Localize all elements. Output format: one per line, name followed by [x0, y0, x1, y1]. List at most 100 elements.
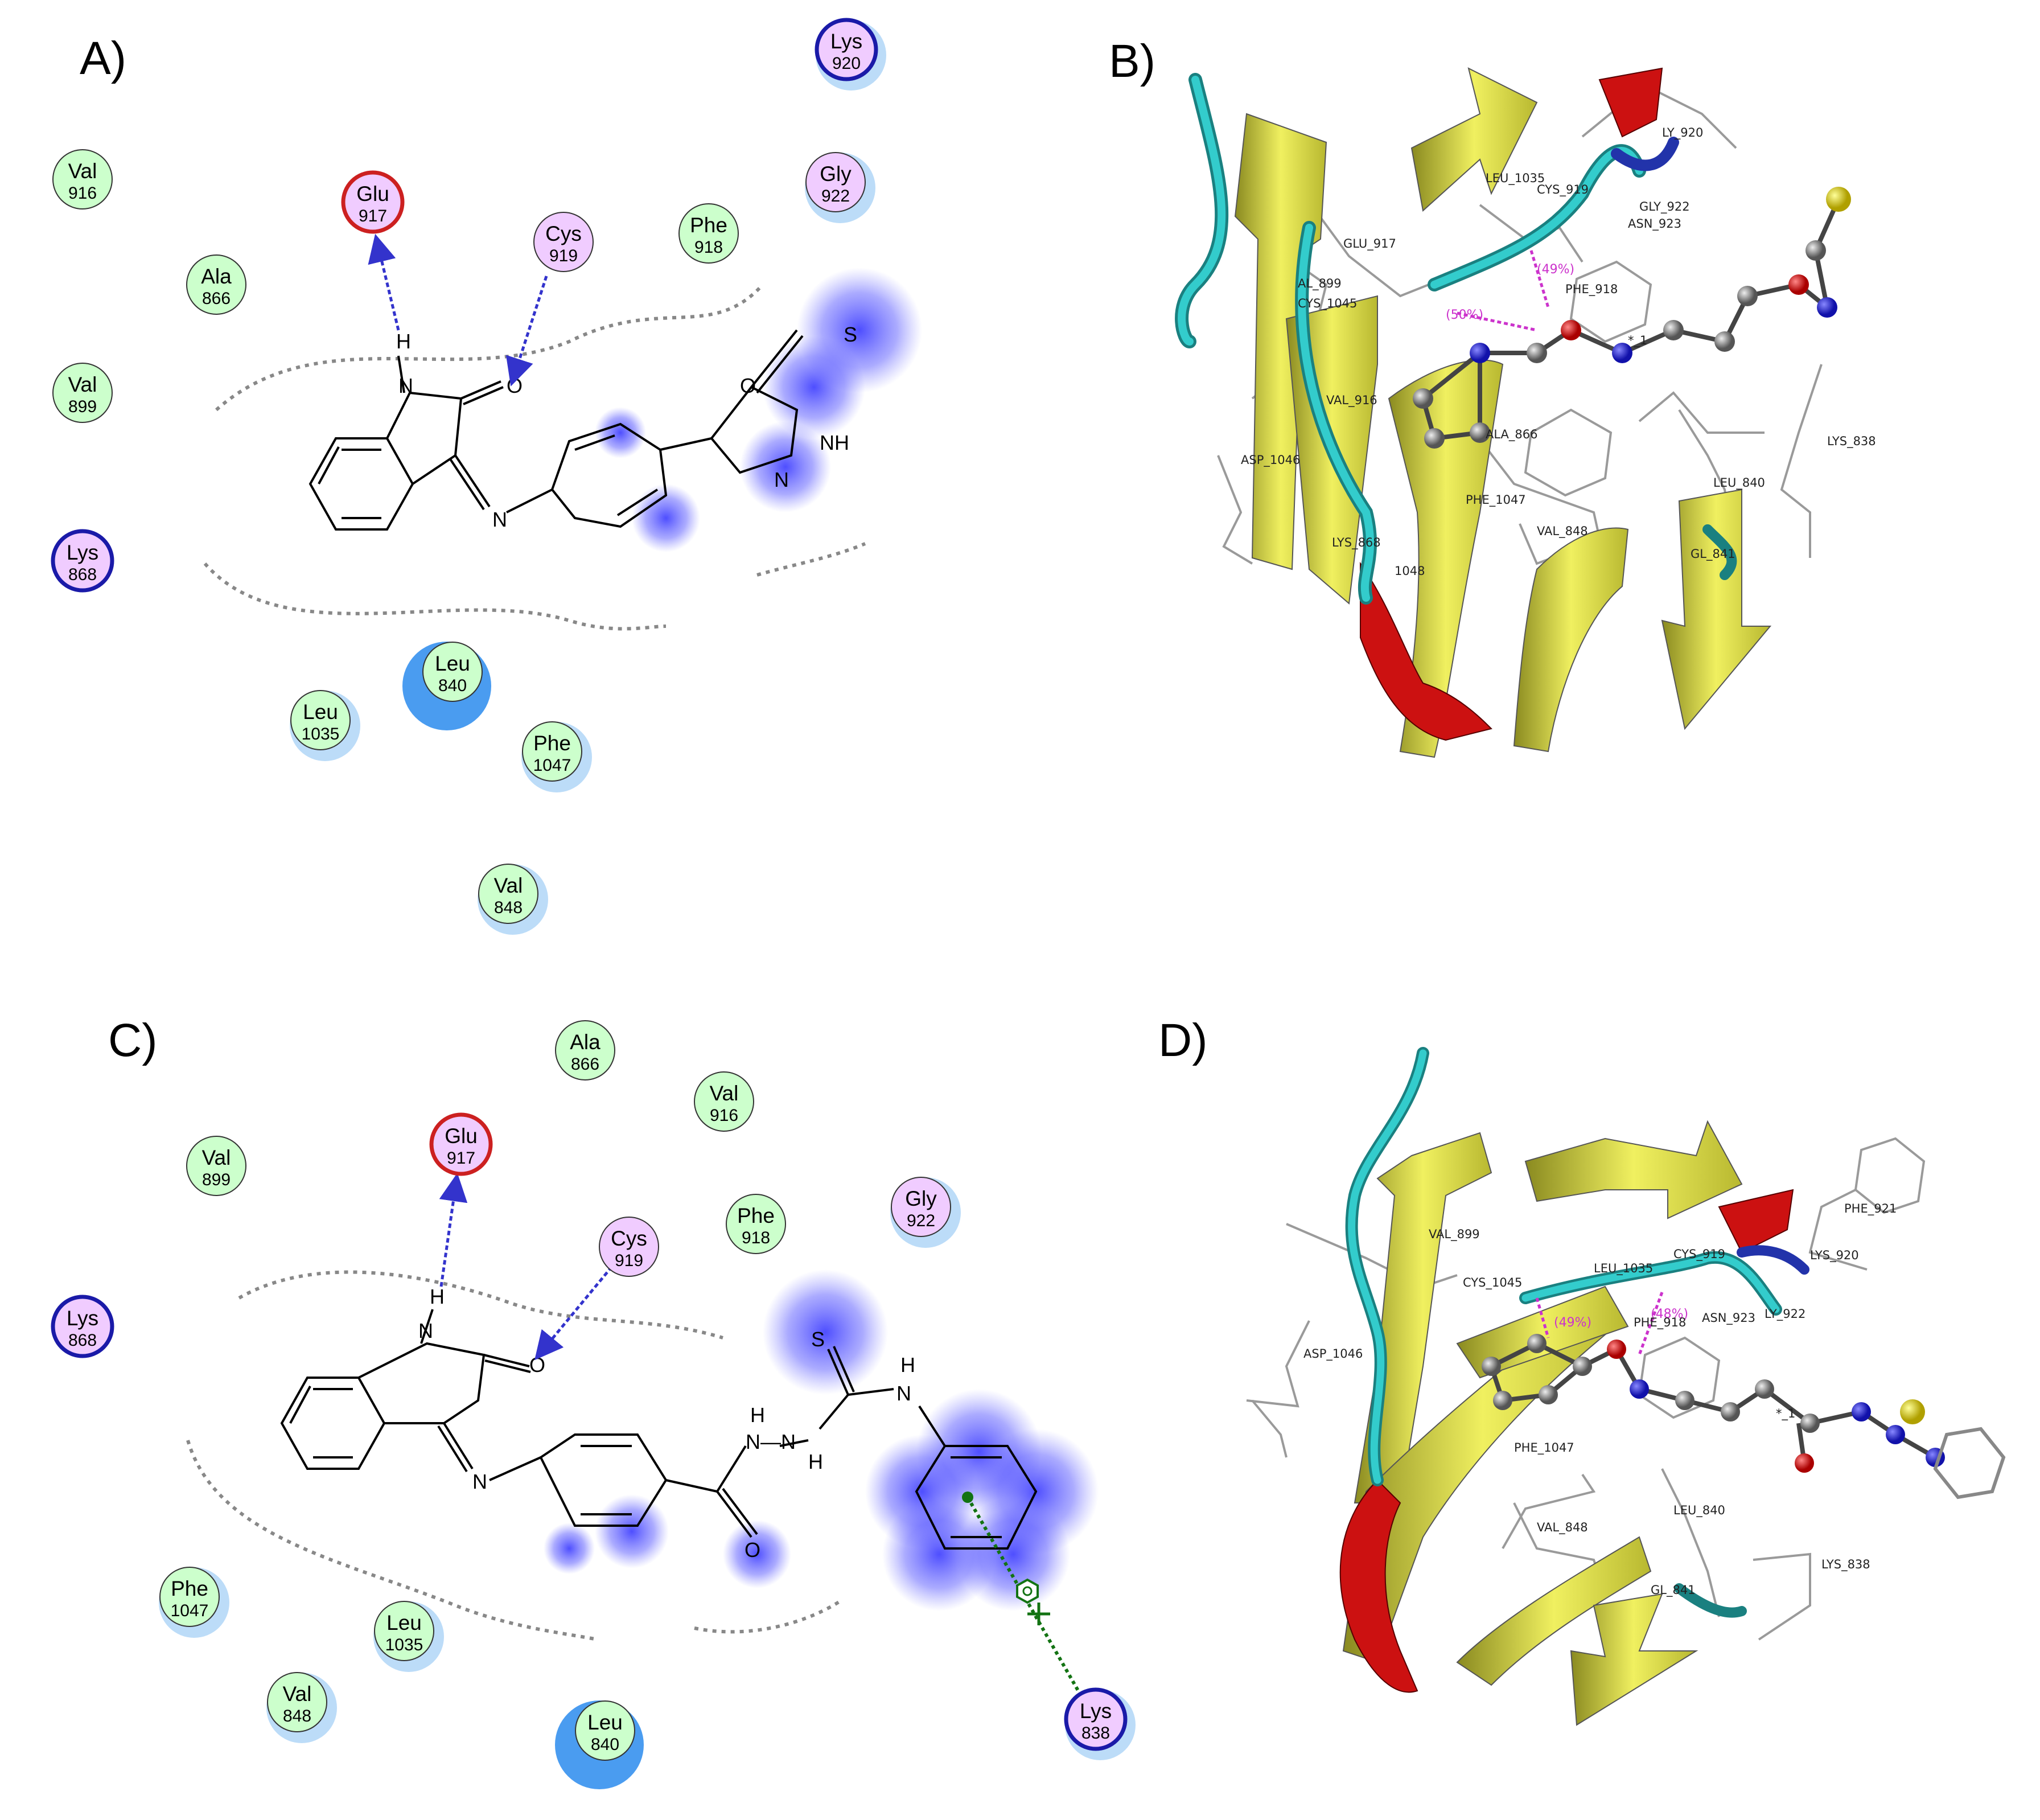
hbond-percent: (49%)	[1537, 262, 1574, 277]
residue-number: 917	[359, 207, 387, 225]
residue-number: 840	[438, 676, 467, 695]
md-hbond-d	[1535, 1297, 1550, 1338]
residue-label: 1048	[1395, 564, 1425, 578]
residue-name: Phe	[690, 213, 727, 237]
residue-name: Val	[494, 874, 523, 897]
residue-label: GL_841	[1651, 1583, 1696, 1597]
coil-b	[1175, 73, 1737, 605]
residue-disc	[694, 1071, 754, 1132]
residue-disc	[1064, 1687, 1128, 1751]
ligand-structure-c	[280, 1309, 1038, 1550]
residue-disc	[422, 642, 483, 702]
residue-disc	[555, 1020, 615, 1081]
residue-label: PHE_918	[1634, 1316, 1686, 1330]
panel-b-label: B)	[1109, 35, 1155, 87]
md-hbond-d	[1638, 1292, 1664, 1355]
residue-disc	[533, 212, 594, 272]
residue-label: CYS_1045	[1298, 297, 1357, 311]
atom-nn: N—N	[746, 1430, 796, 1453]
residue-label: VAL_848	[1537, 524, 1588, 539]
residue-number: 848	[494, 898, 523, 917]
atom-s: S	[811, 1328, 825, 1351]
residue-disc	[478, 864, 538, 924]
residue-number: 1035	[385, 1636, 423, 1654]
atom-n: N	[774, 468, 789, 491]
residue-label: PHE_918	[1565, 282, 1618, 297]
residue-disc	[575, 1700, 635, 1761]
residue-disc	[522, 721, 582, 782]
residue-label: LY_922	[1765, 1307, 1805, 1321]
residue-disc	[186, 1136, 246, 1196]
residue-label: LYS_838	[1827, 434, 1876, 449]
residue-name: Val	[710, 1082, 739, 1105]
residue-number: 919	[549, 246, 578, 265]
atom-h: H	[430, 1285, 445, 1308]
pocket-contour	[203, 562, 667, 631]
residue-name: Lys	[67, 1307, 98, 1330]
pocket-contour	[238, 1270, 723, 1340]
residue-number: 899	[68, 397, 97, 416]
residue-name: Phe	[737, 1204, 775, 1227]
residue-name: Phe	[171, 1577, 208, 1600]
phenyl-ring-d	[1933, 1427, 2006, 1499]
residue-name: Leu	[587, 1711, 623, 1734]
residue-label: ALA_866	[1486, 428, 1538, 442]
panel-c: C)	[108, 1014, 1099, 1698]
hbond-cys919	[505, 276, 548, 387]
residue-disc	[805, 152, 866, 212]
ligand-atoms-b	[1413, 187, 1851, 449]
atom-h: H	[396, 330, 411, 353]
md-hbond-b	[1529, 250, 1550, 308]
residue-labels-d: VAL_899 CYS_1045 LEU_1035 CYS_919 ASN_92…	[1303, 1202, 1897, 1597]
residue-disc	[815, 18, 878, 81]
residue-label: GL_841	[1691, 547, 1735, 561]
atom-o: O	[740, 374, 756, 397]
residue-number: 1047	[533, 756, 571, 775]
residue-disc	[429, 1112, 493, 1176]
pocket-contour	[756, 542, 866, 577]
residue-name: Lys	[67, 541, 98, 564]
residue-label: PHE_1047	[1466, 493, 1526, 507]
atom-n: N	[896, 1382, 911, 1405]
residue-number: 922	[907, 1211, 935, 1230]
beta-sheets-d	[1342, 1120, 1743, 1726]
residue-label: AL_899	[1298, 277, 1342, 291]
panel-a-label: A)	[80, 32, 126, 84]
hbond-glu917	[368, 233, 400, 331]
panel-d: D)	[1158, 1014, 2006, 1726]
residue-disc	[374, 1601, 434, 1661]
pocket-contour	[694, 1598, 844, 1634]
residue-disc	[599, 1217, 659, 1277]
residue-disc	[267, 1672, 327, 1732]
residue-number: 1047	[171, 1601, 209, 1620]
residue-label: ASN_923	[1628, 217, 1681, 231]
helix-b	[1360, 67, 1663, 741]
atom-nh: NH	[820, 431, 849, 454]
residue-name: Lys	[1080, 1699, 1112, 1723]
residue-name: Glu	[445, 1124, 478, 1148]
residue-label: CYS_919	[1537, 183, 1589, 197]
residue-label: GLU_917	[1343, 237, 1396, 251]
residue-disc	[186, 254, 246, 315]
residue-label: LYS_920	[1810, 1248, 1859, 1263]
residue-name: Cys	[611, 1227, 647, 1250]
residue-label: GLY_922	[1639, 200, 1690, 214]
residue-label: *_1	[1776, 1407, 1795, 1421]
atom-n: N	[492, 508, 507, 531]
atom-s: S	[844, 323, 857, 346]
